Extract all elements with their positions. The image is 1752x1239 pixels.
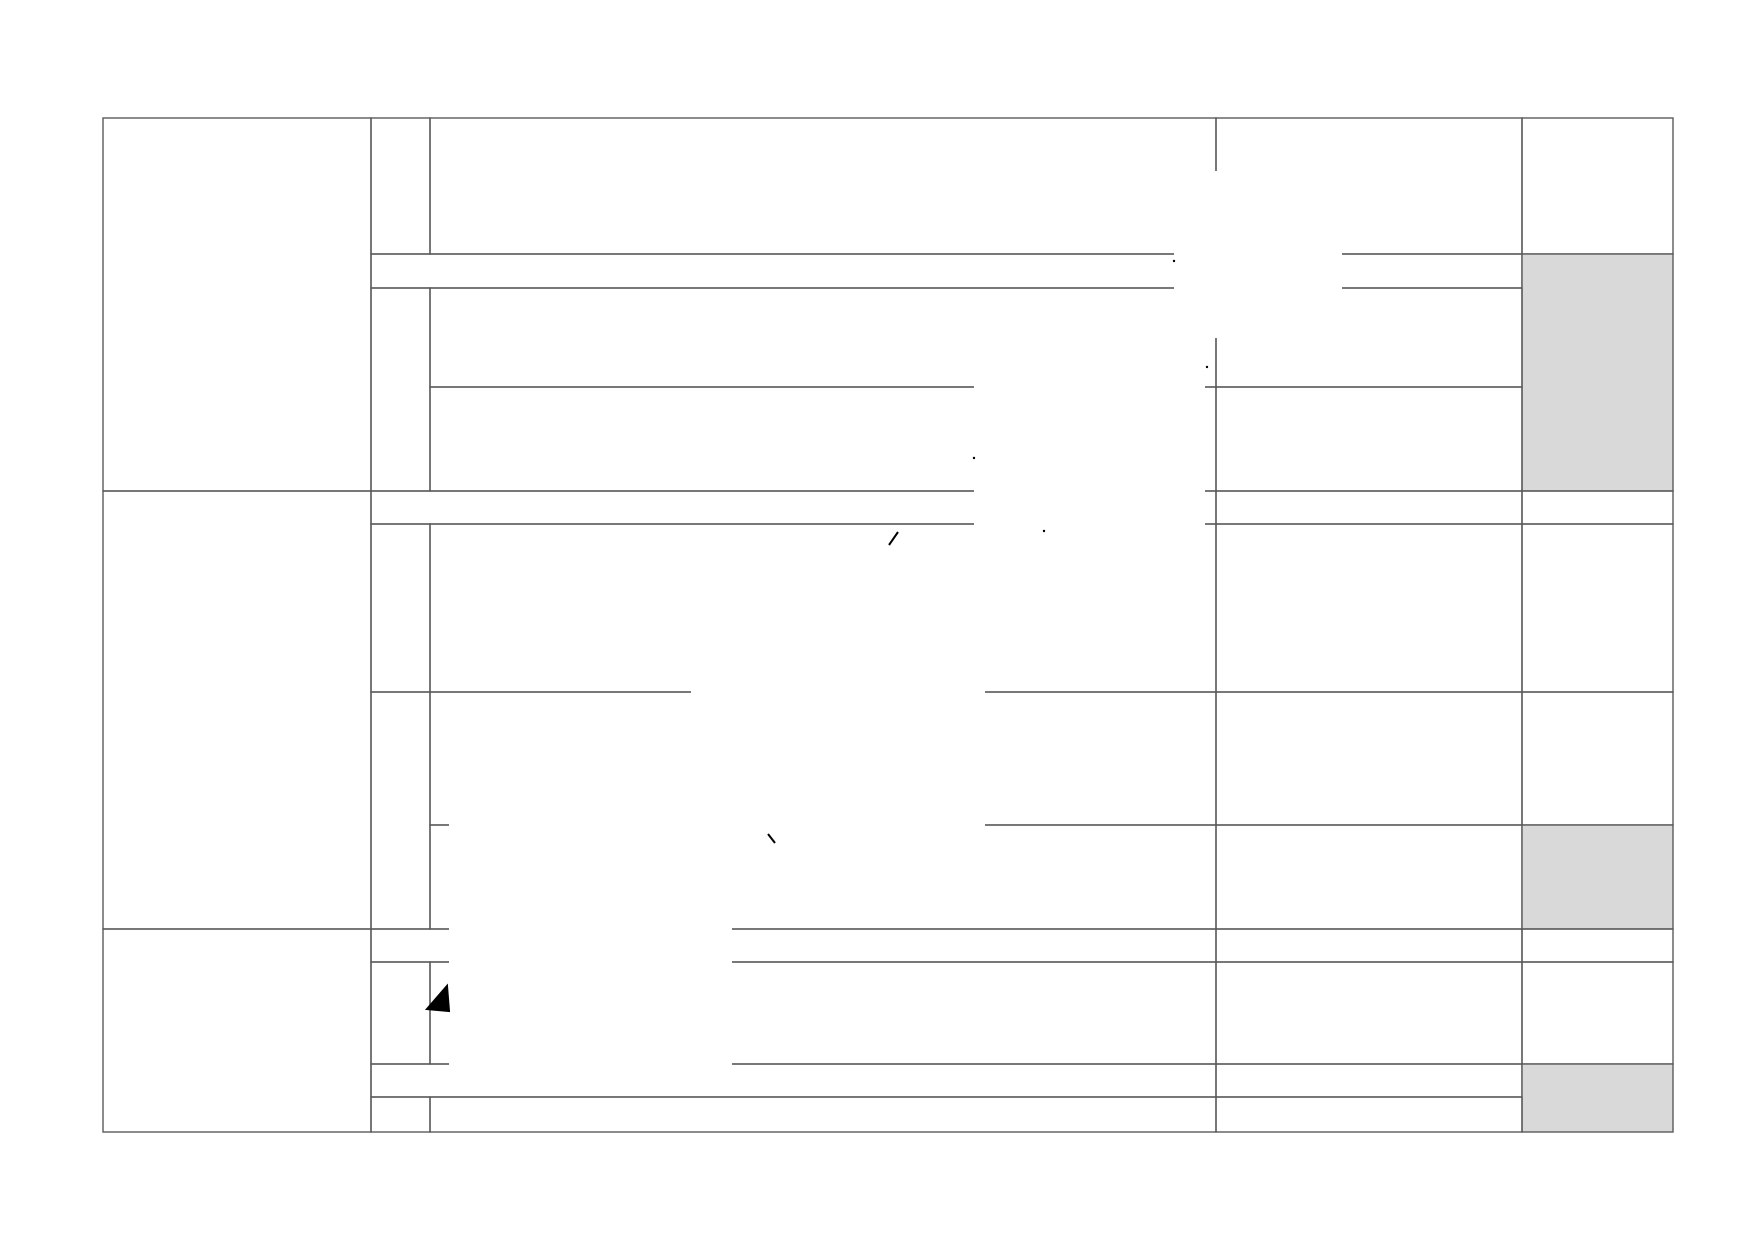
row-a3-content-cell — [429, 287, 1217, 388]
rows-a3-a4-number-cell — [370, 287, 431, 492]
row-b2-detail-cell — [1215, 523, 1523, 693]
row-a2-subheader-cell — [370, 253, 1217, 289]
row-a1-score-cell — [1521, 117, 1674, 255]
white-patch-upper — [1174, 171, 1342, 338]
pen-mark-icon — [888, 531, 899, 546]
row-c4-detail-cell — [1215, 1096, 1523, 1133]
white-patch-upper-middle — [974, 382, 1205, 530]
section-c-label-cell — [102, 928, 372, 1133]
row-c2-number-cell — [370, 961, 431, 1065]
row-b4-detail-cell — [1215, 824, 1523, 930]
section-b-label-cell — [102, 490, 372, 930]
row-a4-detail-cell — [1215, 386, 1523, 492]
row-b4-shaded-cell — [1521, 824, 1674, 930]
section-a-shaded-cell — [1521, 253, 1674, 492]
row-c4-number-cell — [370, 1096, 431, 1133]
speck-mark — [972, 456, 976, 460]
row-b2-score-cell — [1521, 523, 1674, 693]
row-b3-score-cell — [1521, 691, 1674, 826]
row-c1-score-cell — [1521, 928, 1674, 963]
row-c2-detail-cell — [1215, 961, 1523, 1065]
row-b1-detail-cell — [1215, 490, 1523, 525]
row-b3-detail-cell — [1215, 691, 1523, 826]
pen-mark-icon — [767, 833, 776, 844]
speck-mark — [1172, 259, 1176, 263]
row-c1-detail-cell — [1215, 928, 1523, 963]
row-c3-subheader-cell — [370, 1063, 1217, 1098]
section-a-label-cell — [102, 117, 372, 492]
row-c4-content-cell — [429, 1096, 1217, 1133]
rows-b3-b4-number-cell — [370, 691, 431, 930]
speck-mark — [1205, 365, 1209, 369]
speck-mark — [1042, 529, 1046, 533]
row-c2-score-cell — [1521, 961, 1674, 1065]
white-patch-lower — [449, 820, 732, 1067]
section-c-shaded-cell — [1521, 1063, 1674, 1133]
row-c3-detail-cell — [1215, 1063, 1523, 1098]
row-a1-number-cell — [370, 117, 431, 255]
row-a1-content-cell — [429, 117, 1217, 255]
row-b2-number-cell — [370, 523, 431, 693]
arrowhead-icon — [424, 983, 451, 1013]
row-b1-score-cell — [1521, 490, 1674, 525]
white-patch-middle — [691, 530, 985, 831]
